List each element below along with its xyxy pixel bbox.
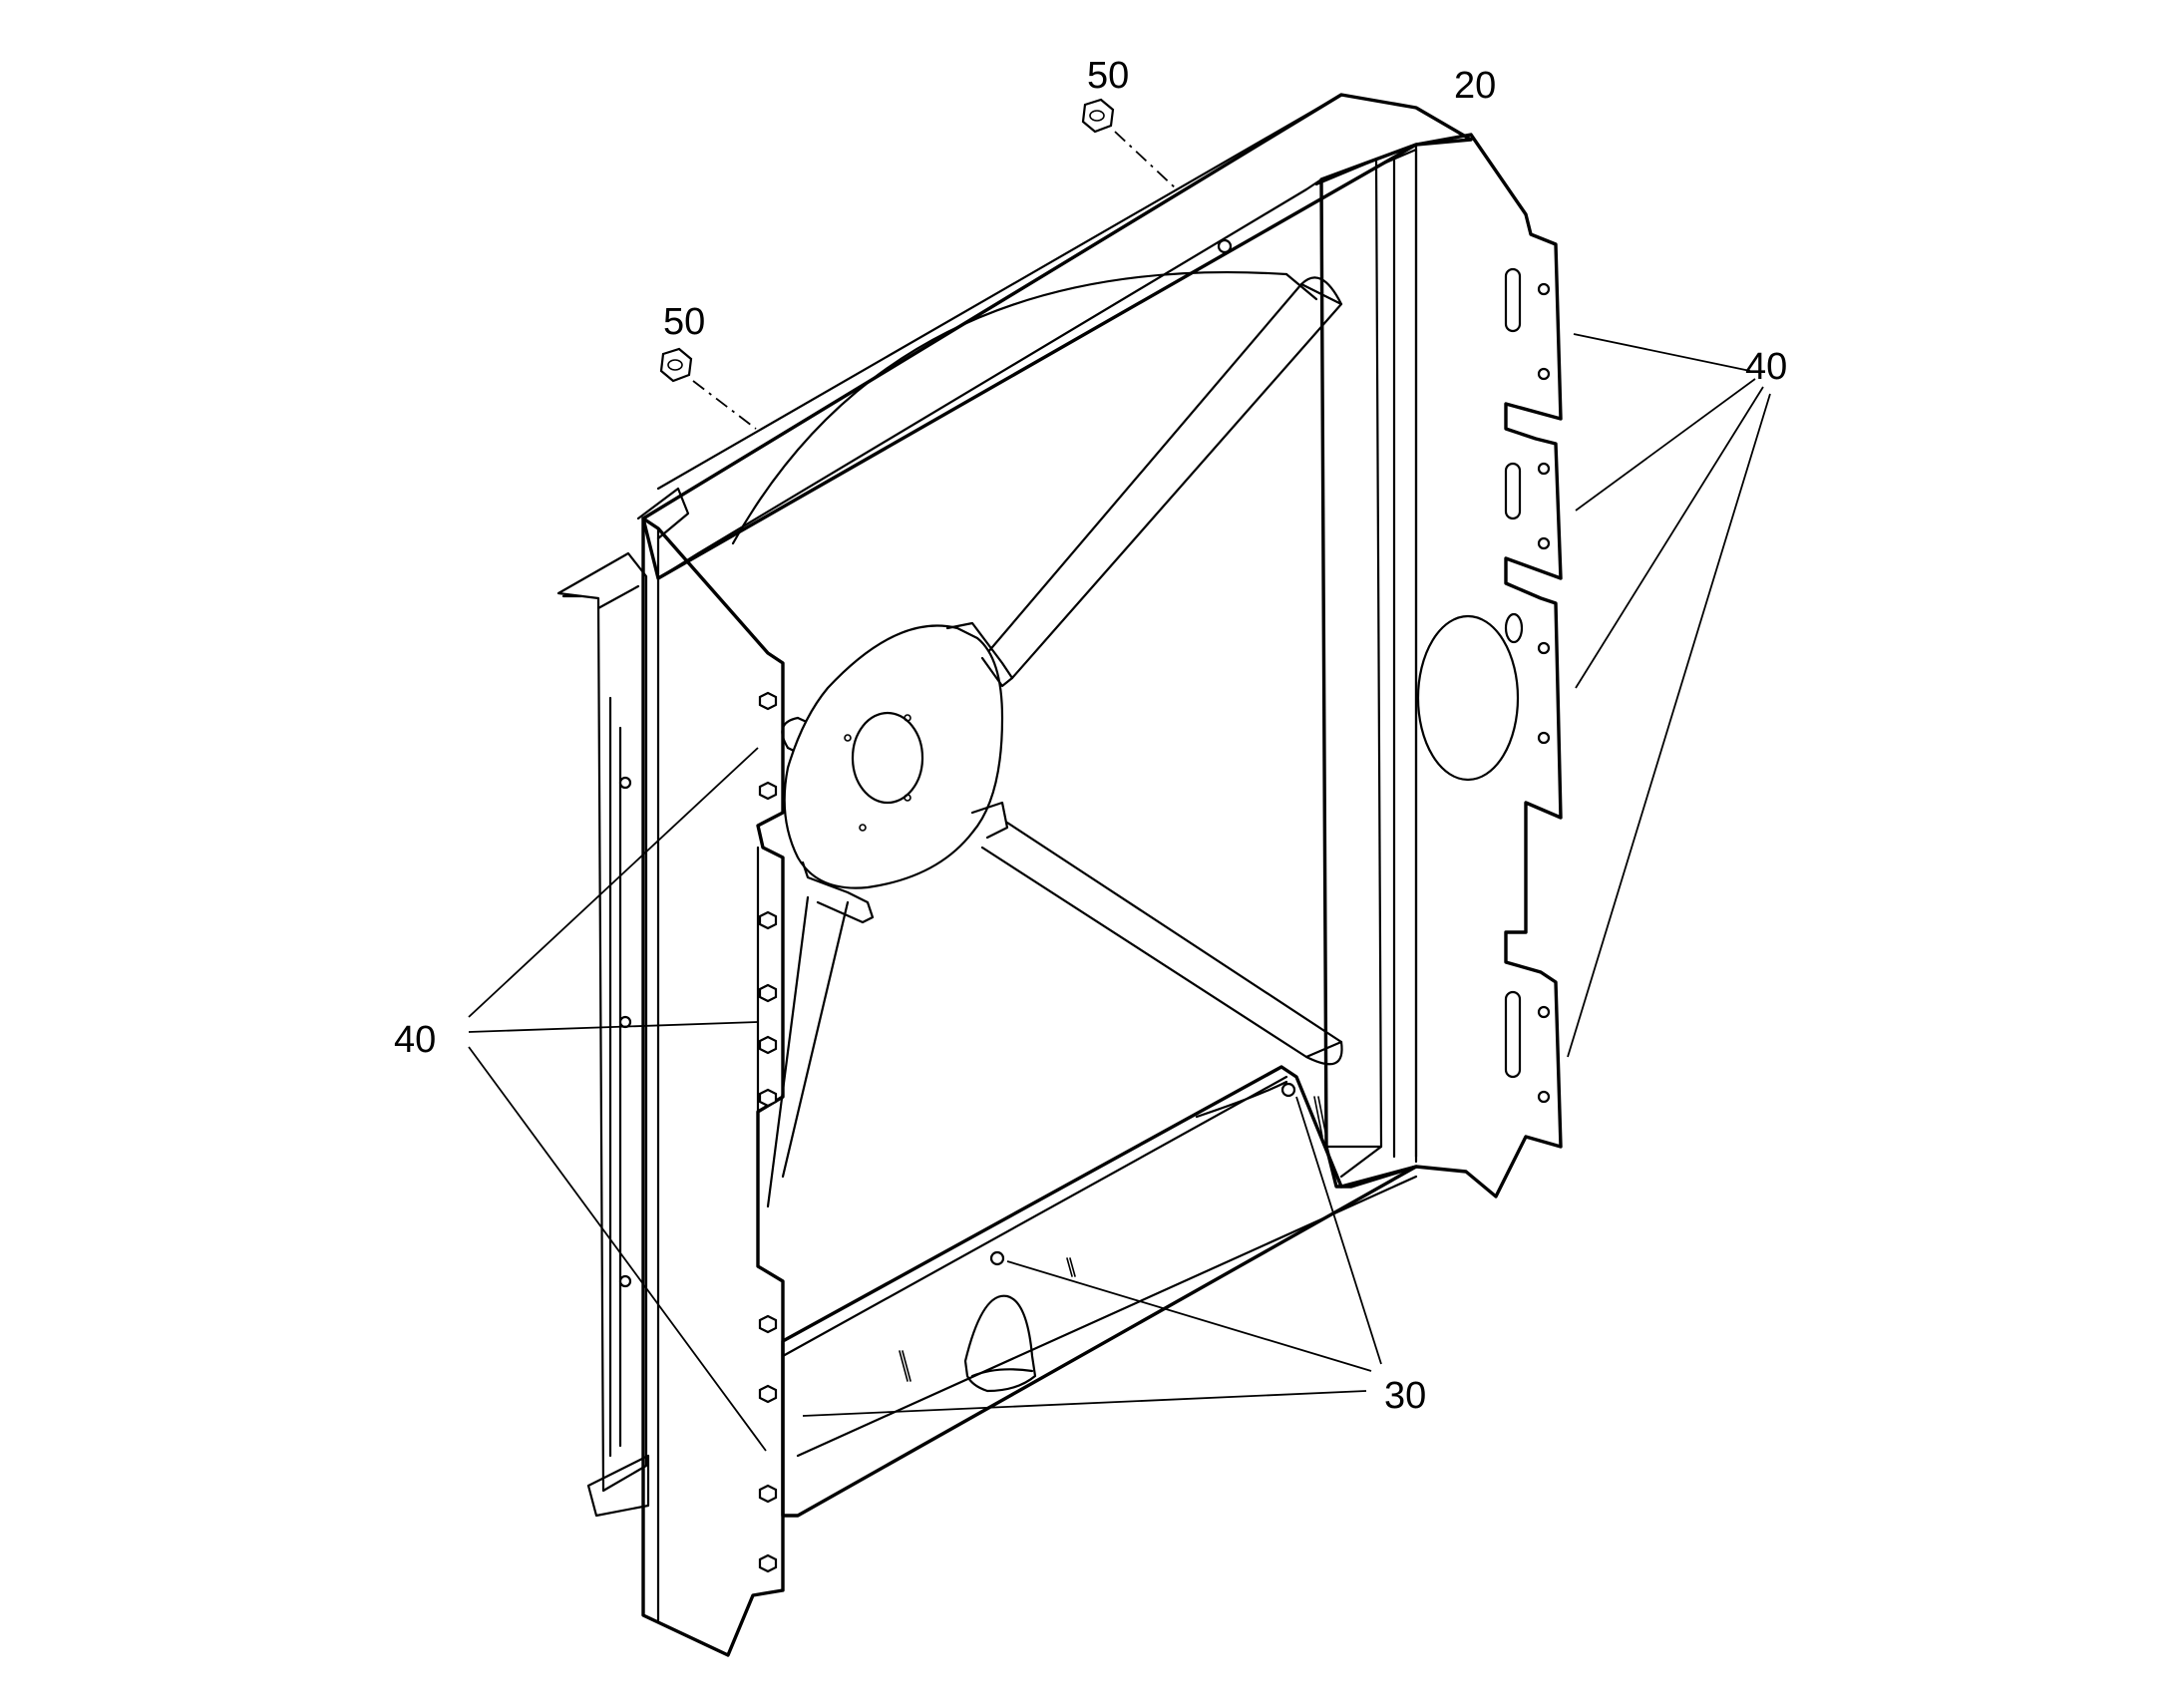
bottom-plate (781, 1065, 1418, 1518)
callouts: 20 50 50 40 40 30 (394, 55, 1787, 1417)
callout-30: 30 (1384, 1375, 1426, 1417)
right-side-panel (1314, 133, 1563, 1198)
nut-50-lower (659, 347, 757, 430)
hub-plate (783, 621, 1014, 924)
callout-40-left: 40 (394, 1019, 436, 1061)
leader-lines (468, 333, 1771, 1452)
callout-50-upper: 50 (1087, 55, 1129, 97)
front-left-plate (618, 516, 785, 1657)
bottom-bolts (989, 238, 1296, 1266)
callout-50-lower: 50 (663, 301, 705, 343)
rear-left-flange (556, 551, 650, 1518)
fan-ring (731, 270, 1318, 1119)
nut-50-upper (1081, 98, 1178, 190)
left-plate-bolts (758, 691, 778, 1573)
top-plate (636, 93, 1473, 580)
callout-40-right: 40 (1745, 346, 1787, 388)
support-arms (766, 276, 1343, 1208)
callout-20: 20 (1454, 65, 1496, 107)
